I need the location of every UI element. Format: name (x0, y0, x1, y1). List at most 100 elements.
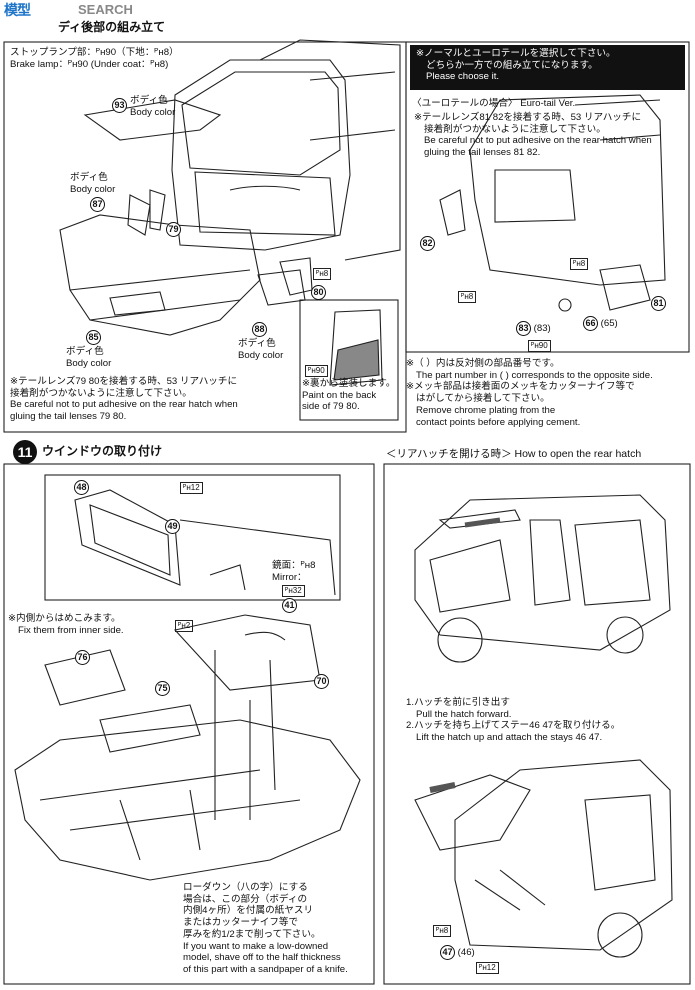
notes-right-line-4: はがしてから接着して下さい。 (416, 393, 550, 405)
euro-line-3: Be careful not to put adhesive on the re… (424, 135, 652, 147)
notes-right-line-3: ※メッキ部品は接着面のメッキをカッターナイフ等で (406, 381, 635, 393)
ph90-label-s10: ᴾʜ90 (305, 365, 328, 377)
part-87-label: 87 (90, 197, 105, 212)
euro-heading: 〈ユーロテールの場合〉 Euro-tail Ver. (412, 98, 576, 109)
lowdown-line-2: 場合は、この部分（ボディの (183, 893, 308, 905)
lowdown-line-3: 内側4ヶ所）を付属の紙ヤスリ (183, 905, 314, 917)
stoplamp-line-1: ストップランプ部：ᴾʜ90（下地：ᴾʜ8） (10, 47, 179, 58)
hatch-title: ＜リアハッチを開ける時＞ How to open the rear hatch (386, 448, 642, 460)
part-88-callout: 88 (252, 322, 267, 337)
part-82-label: 82 (420, 236, 435, 251)
ph12-box-s11: ᴾʜ12 (180, 482, 203, 494)
part-83b-callout: (83) (533, 323, 551, 334)
part-76-callout: 76 (75, 650, 90, 665)
part-82-callout: 82 (420, 236, 435, 251)
watermark-search: SEARCH (78, 2, 133, 17)
tail-lens-line-2: 接着剤がつかないように注意して下さい。 (10, 387, 192, 399)
part-88-label: 88 (252, 322, 267, 337)
part-93-label: 93 (112, 98, 127, 113)
part-85-callout: 85 (86, 330, 101, 345)
body-color-88-jp: ボディ色 (238, 338, 276, 349)
mirror-line-1: 鏡面：ᴾʜ8 (272, 560, 316, 571)
ph8-label-euro: ᴾʜ8 (570, 258, 589, 270)
body-color-93-en: Body color (130, 106, 176, 118)
tail-lens-note: ※テールレンズ79 80を接着する時、53 リアハッチに 接着剤がつかないように… (10, 376, 238, 423)
paint-back-note: ※裏から塗装します。 Paint on the back side of 79 … (302, 378, 395, 413)
notes-right-line-2: The part number in ( ) corresponds to th… (416, 369, 653, 381)
part-81-label: 81 (651, 296, 666, 311)
part-81-callout: 81 (651, 296, 666, 311)
ph32-box: ᴾʜ32 (282, 585, 305, 597)
mirror-label: 鏡面：ᴾʜ8 Mirror： (272, 560, 315, 583)
paint-back-line-3: side of 79 80. (302, 401, 360, 413)
ph32-label: ᴾʜ32 (282, 585, 305, 597)
body-color-88: ボディ色 Body color (238, 338, 283, 361)
body-color-85-jp: ボディ色 (66, 346, 104, 357)
lowdown-line-7: model, shave off to the half thickness (183, 952, 341, 964)
lowdown-line-4: またはカッターナイフ等で (183, 917, 299, 929)
lowdown-line-8: of this part with a sandpaper of a knife… (183, 963, 348, 975)
stoplamp-line-2: Brake lamp：ᴾʜ90 (Under coat：ᴾʜ8) (10, 58, 169, 70)
hatch-step-1-jp: 1.ハッチを前に引き出す (406, 697, 510, 708)
body-color-88-en: Body color (238, 349, 284, 361)
lowdown-line-6: If you want to make a low-downed (183, 940, 329, 952)
part-79-label: 79 (166, 222, 181, 237)
ph8-label-hatch: ᴾʜ8 (433, 925, 452, 937)
part-48-label: 48 (74, 480, 89, 495)
part-66-callout: 66 (583, 316, 598, 331)
hatch-steps: 1.ハッチを前に引き出す Pull the hatch forward. 2.ハ… (406, 697, 620, 744)
part-48-callout: 48 (74, 480, 89, 495)
part-75-label: 75 (155, 681, 170, 696)
euro-line-2: 接着剤がつかないように注意して下さい。 (424, 123, 606, 135)
part-80-label: 80 (311, 285, 326, 300)
paint-back-line-1: ※裏から塗装します。 (302, 378, 396, 389)
ph90-box-euro: ᴾʜ90 (528, 340, 551, 352)
ph90-label-euro: ᴾʜ90 (528, 340, 551, 352)
ph8-box-euro: ᴾʜ8 (570, 258, 589, 270)
section11-badge: 11 (13, 440, 37, 464)
notes-right-line-1: ※（ ）内は反対側の部品番号です。 (406, 358, 560, 369)
ph2-label: ᴾʜ2 (175, 620, 194, 632)
part-80-callout: 80 (311, 285, 326, 300)
part-87-callout: 87 (90, 197, 105, 212)
lowdown-line-1: ローダウン（八の字）にする (183, 882, 308, 893)
part-76-label: 76 (75, 650, 90, 665)
part-47-label: 47 (46) (440, 945, 475, 960)
part-41-label: 41 (282, 598, 297, 613)
part-47-callout: 47 (440, 945, 455, 960)
part-79-callout: 79 (166, 222, 181, 237)
part-70-label: 70 (314, 674, 329, 689)
watermark: 模型 SEARCH (0, 0, 160, 18)
ph8-label-euro-2: ᴾʜ8 (458, 291, 477, 303)
euro-note: ※テールレンズ81 82を接着する時、53 リアハッチに 接着剤がつかないように… (414, 112, 652, 159)
choice-line-3: Please choose it. (426, 71, 500, 83)
tail-lens-line-3: Be careful not to put adhesive on the re… (10, 399, 238, 411)
ph8-label-s10: ᴾʜ8 (313, 268, 332, 280)
body-color-87-en: Body color (70, 183, 116, 195)
notes-right-line-6: contact points before applying cement. (416, 416, 581, 428)
lowdown-note: ローダウン（八の字）にする 場合は、この部分（ボディの 内側4ヶ所）を付属の紙ヤ… (183, 882, 348, 976)
hatch-step-1-en: Pull the hatch forward. (416, 708, 512, 720)
body-color-87: ボディ色 Body color (70, 172, 115, 195)
choice-box: ※ノーマルとユーロテールを選択して下さい。 どちらか一方での組み立てになります。… (410, 45, 685, 90)
stoplamp-label: ストップランプ部：ᴾʜ90（下地：ᴾʜ8） Brake lamp：ᴾʜ90 (U… (10, 47, 179, 70)
part-66-label: 66 (65) (583, 316, 618, 331)
hatch-step-2-en: Lift the hatch up and attach the stays 4… (416, 732, 603, 744)
inner-side-line-1: ※内側からはめこみます。 (8, 613, 121, 624)
body-color-85: ボディ色 Body color (66, 346, 111, 369)
tail-lens-line-1: ※テールレンズ79 80を接着する時、53 リアハッチに (10, 376, 238, 387)
part-83-callout: 83 (516, 321, 531, 336)
part-85-label: 85 (86, 330, 101, 345)
ph8-box-euro-2: ᴾʜ8 (458, 291, 477, 303)
part-83-label: 83 (83) (516, 321, 551, 336)
section11-title: ウインドウの取り付け (42, 444, 163, 458)
part-49-label: 49 (165, 519, 180, 534)
body-color-93-jp: ボディ色 (130, 95, 168, 106)
part-41-callout: 41 (282, 598, 297, 613)
part-75-callout: 75 (155, 681, 170, 696)
ph2-box: ᴾʜ2 (175, 620, 194, 632)
watermark-logo: 模型 (4, 2, 31, 18)
ph12-label-s11: ᴾʜ12 (180, 482, 203, 494)
hatch-step-2-jp: 2.ハッチを持ち上げてステー46 47を取り付ける。 (406, 720, 621, 732)
